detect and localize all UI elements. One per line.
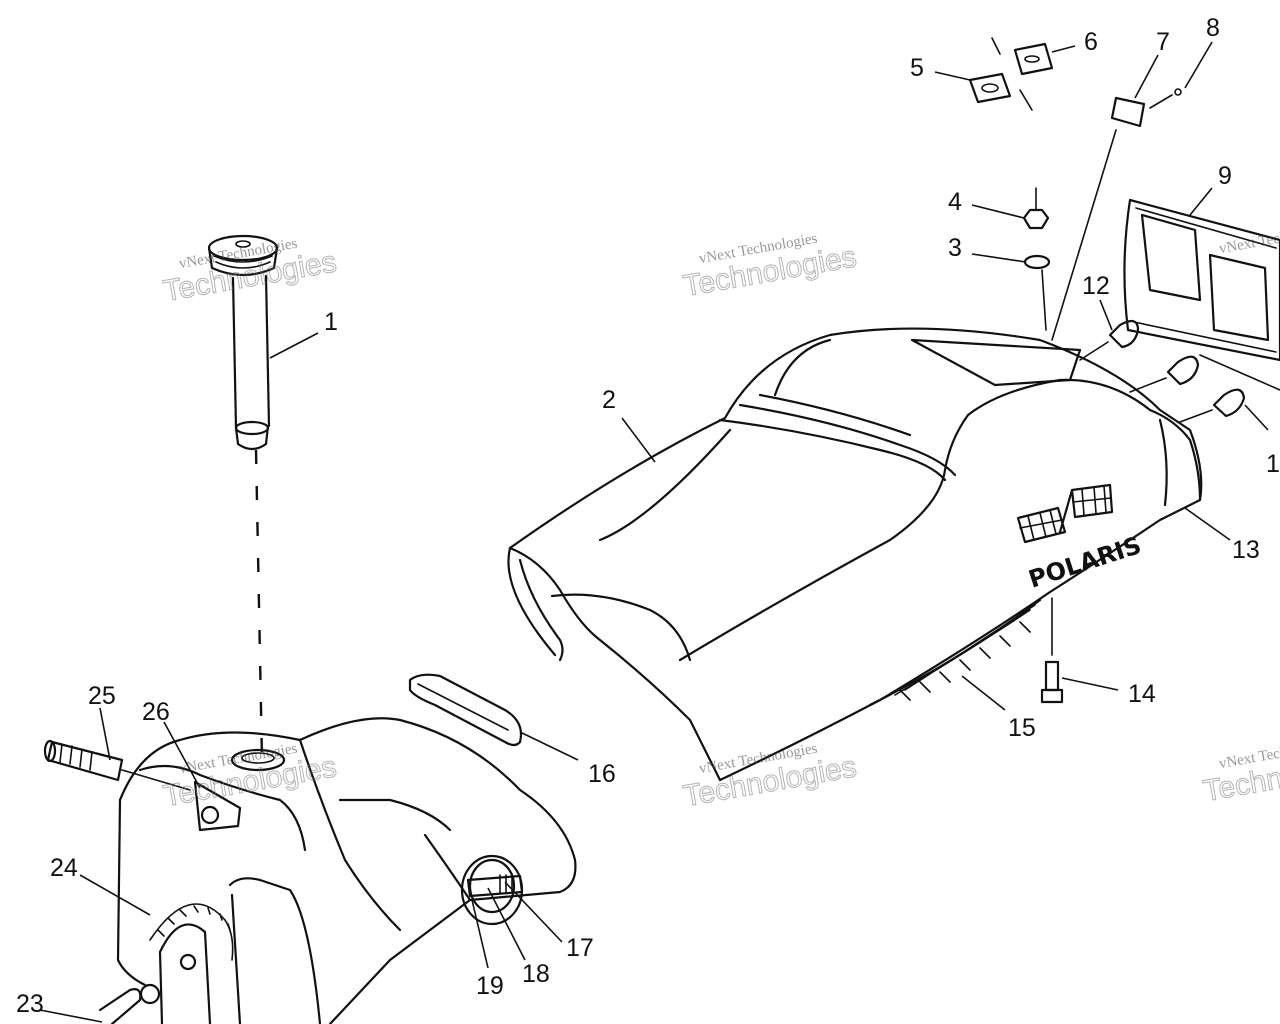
taillight-housing-part — [1123, 198, 1280, 362]
part-labels: 1 2 3 4 5 6 7 8 9 12 13 14 15 16 17 18 1… — [16, 14, 1280, 1018]
part-label-7: 7 — [1156, 28, 1170, 56]
part-label-16: 16 — [588, 760, 616, 788]
part-label-18: 18 — [522, 960, 550, 988]
clips-part — [968, 37, 1182, 341]
part-label-19: 19 — [476, 972, 504, 1000]
seat-brand-logo: POLARIS — [1025, 531, 1145, 594]
part-label-14: 14 — [1128, 680, 1156, 708]
part-label-25: 25 — [88, 682, 116, 710]
part-label-2: 2 — [602, 386, 616, 414]
part-label-1-partial: 1 — [1266, 450, 1280, 478]
part-label-15: 15 — [1008, 714, 1036, 742]
strap-part — [408, 673, 523, 747]
part-label-24: 24 — [50, 854, 78, 882]
part-label-12: 12 — [1082, 272, 1110, 300]
part-label-23: 23 — [16, 990, 44, 1018]
part-label-9: 9 — [1218, 162, 1232, 190]
fuel-tank-part — [98, 717, 577, 1024]
part-label-26: 26 — [142, 698, 170, 726]
part-label-13: 13 — [1232, 536, 1260, 564]
nut-washer-part — [1022, 187, 1051, 331]
part-label-17: 17 — [566, 934, 594, 962]
vent-tube-part — [43, 739, 191, 791]
centerline-1 — [254, 449, 264, 761]
leader-lines — [39, 41, 1269, 1023]
part-label-4: 4 — [948, 188, 962, 216]
bolt-part — [1040, 597, 1064, 704]
part-label-3: 3 — [948, 234, 962, 262]
part-label-1: 1 — [324, 308, 338, 336]
bulbs-part — [1079, 319, 1280, 423]
part-label-8: 8 — [1206, 14, 1220, 42]
filler-neck-part — [207, 234, 279, 451]
part-label-5: 5 — [910, 54, 924, 82]
part-label-6: 6 — [1084, 28, 1098, 56]
